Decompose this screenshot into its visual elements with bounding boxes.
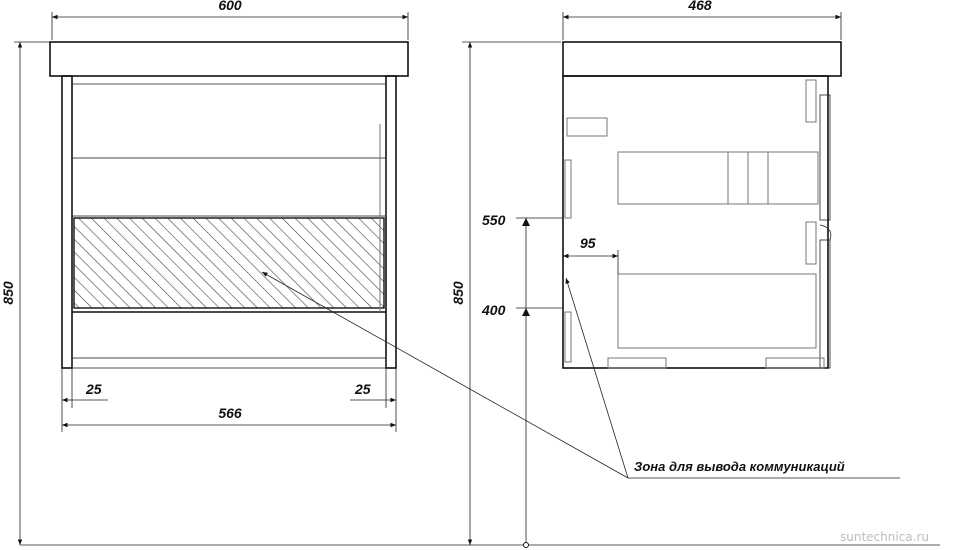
front-width-label: 600: [218, 0, 242, 13]
side-foot-2: [765, 357, 825, 369]
dim-400-arrow: [522, 308, 530, 316]
side-rear-panel-lower: [564, 311, 572, 363]
front-height-label: 850: [0, 281, 16, 305]
side-wall-bracket: [566, 117, 608, 137]
side-countertop: [562, 41, 842, 77]
offset-95-label: 95: [580, 235, 596, 251]
side-door-lower: [819, 239, 831, 369]
inner-width-label: 566: [218, 405, 242, 421]
front-view: 600 850 25 25 566: [0, 0, 409, 545]
side-view: 468 850 550 400 95: [450, 0, 842, 548]
front-hatched-zone: [73, 217, 385, 309]
dim-vertical-origin: [523, 542, 529, 548]
leader-line-side: [565, 277, 629, 479]
front-left-panel: [61, 75, 73, 369]
front-right-panel: [385, 75, 397, 369]
side-lower-drawer: [617, 273, 817, 349]
right-offset-label: 25: [354, 381, 371, 397]
front-plinth: [71, 357, 387, 369]
height-400-label: 400: [481, 302, 506, 318]
front-countertop: [49, 41, 409, 77]
leader-line-front: [261, 271, 629, 479]
side-body: [562, 75, 829, 369]
height-550-label: 550: [482, 212, 506, 228]
side-lower-runner: [805, 221, 817, 265]
watermark: suntechnica.ru: [840, 530, 929, 544]
side-door-hinge: [819, 224, 832, 241]
side-foot-1: [607, 357, 667, 369]
front-drawer-front: [71, 157, 387, 217]
dim-550-arrow: [522, 218, 530, 226]
side-depth-label: 468: [687, 0, 712, 13]
side-door-upper: [819, 94, 831, 221]
side-upper-runner: [805, 79, 817, 123]
communications-zone-note: Зона для вывода коммуникаций: [634, 459, 845, 474]
side-rear-panel-upper: [564, 159, 572, 219]
side-height-label: 850: [450, 281, 466, 305]
left-offset-label: 25: [85, 381, 102, 397]
side-upper-drawer: [617, 151, 819, 205]
